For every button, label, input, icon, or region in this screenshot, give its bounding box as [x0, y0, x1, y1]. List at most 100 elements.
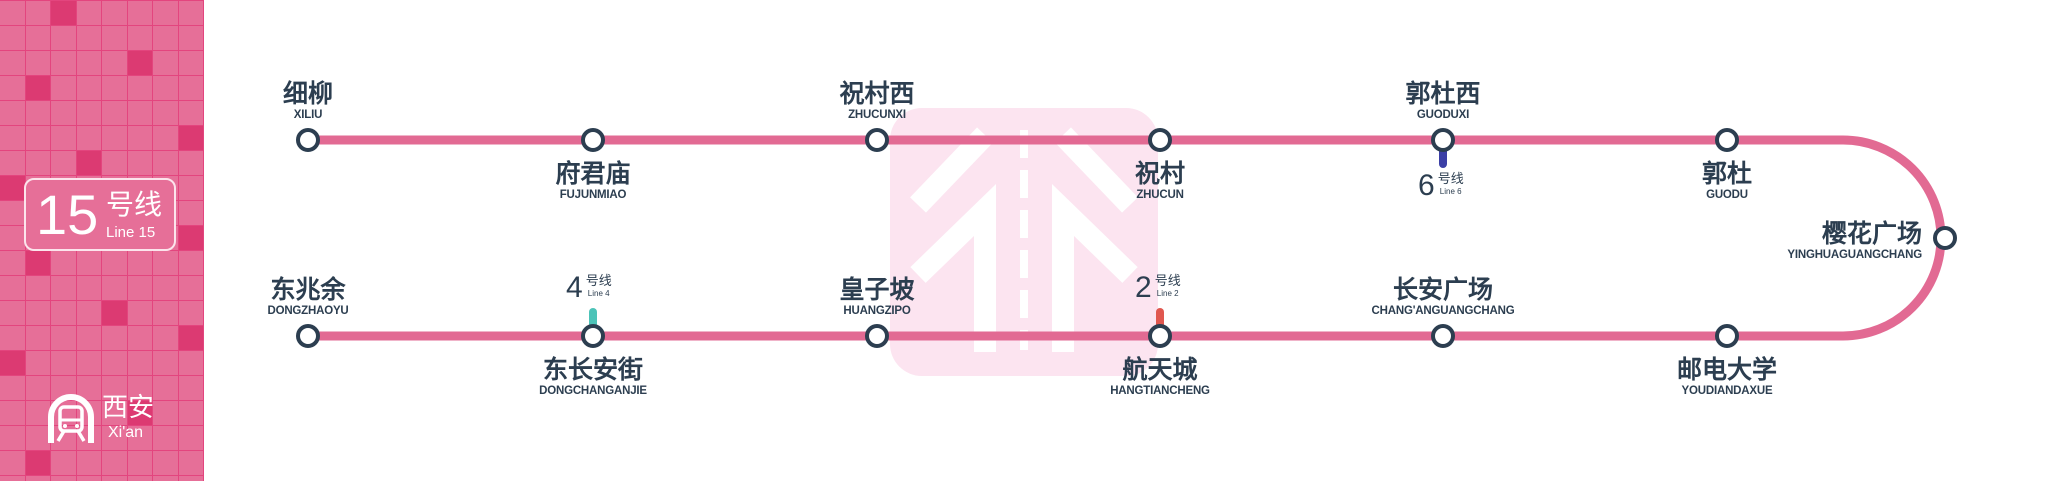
tile	[153, 301, 178, 325]
station-label-fujunmiao[interactable]: 府君庙 FUJUNMIAO	[555, 160, 630, 202]
station-hangtiancheng[interactable]	[1148, 324, 1172, 348]
station-name-en: GUODUXI	[1416, 109, 1470, 121]
station-changanguangchang[interactable]	[1431, 324, 1455, 348]
tile	[153, 151, 178, 175]
tile	[0, 351, 25, 375]
tile	[25, 426, 50, 450]
tile	[25, 276, 50, 300]
tile	[127, 26, 152, 50]
xian-metro-watermark-icon	[890, 108, 1158, 376]
tile	[25, 1, 50, 25]
tile	[153, 251, 178, 275]
tile	[51, 151, 76, 175]
tile	[127, 426, 152, 450]
station-label-youdiandaxue[interactable]: 邮电大学 YOUDIANDAXUE	[1677, 356, 1777, 398]
tile	[102, 451, 127, 475]
tile	[153, 426, 178, 450]
tile	[178, 451, 203, 475]
station-label-zhucun[interactable]: 祝村 ZHUCUN	[1135, 160, 1185, 202]
tile	[102, 426, 127, 450]
metro-train-icon	[48, 394, 94, 443]
tile	[153, 1, 178, 25]
station-zhucun[interactable]	[1148, 128, 1172, 152]
station-label-guoduxi[interactable]: 郭杜西 GUODUXI	[1405, 80, 1480, 122]
station-label-dongzhaoyu[interactable]: 东兆余 DONGZHAOYU	[267, 276, 348, 318]
tile	[127, 401, 152, 425]
tile	[76, 326, 101, 350]
station-yinghuaguangchang[interactable]	[1933, 226, 1957, 250]
station-zhucunxi[interactable]	[865, 128, 889, 152]
tile	[178, 376, 203, 400]
tile	[0, 251, 25, 275]
tile	[102, 151, 127, 175]
tile	[102, 251, 127, 275]
transfer-cn: 号线	[585, 274, 612, 289]
tile	[178, 76, 203, 100]
tile	[153, 451, 178, 475]
tile	[25, 376, 50, 400]
station-label-guodu[interactable]: 郭杜 GUODU	[1702, 160, 1752, 202]
tile	[102, 376, 127, 400]
tile	[153, 101, 178, 125]
tile	[0, 226, 25, 250]
city-logo: 西安 Xi'an	[46, 393, 166, 445]
tile	[76, 376, 101, 400]
station-name-cn: 府君庙	[555, 159, 631, 188]
tile	[76, 276, 101, 300]
tile	[178, 151, 203, 175]
station-label-zhucunxi[interactable]: 祝村西 ZHUCUNXI	[839, 80, 914, 122]
station-label-changanguangchang[interactable]: 长安广场 CHANG'ANGUANGCHANG	[1372, 276, 1515, 318]
station-name-en: ZHUCUNXI	[848, 109, 906, 121]
station-xiliu[interactable]	[296, 128, 320, 152]
station-name-en: CHANG'ANGUANGCHANG	[1371, 305, 1515, 317]
tile	[178, 26, 203, 50]
tile	[153, 476, 178, 481]
station-label-dongchanganjie[interactable]: 东长安街 DONGCHANGANJIE	[539, 356, 647, 398]
station-label-hangtiancheng[interactable]: 航天城 HANGTIANCHENG	[1110, 356, 1210, 398]
tile	[0, 451, 25, 475]
tile	[25, 101, 50, 125]
tile	[25, 476, 50, 481]
station-huangzipo[interactable]	[865, 324, 889, 348]
tile	[102, 276, 127, 300]
station-dongzhaoyu[interactable]	[296, 324, 320, 348]
tile	[102, 476, 127, 481]
tile	[178, 201, 203, 225]
tile	[178, 301, 203, 325]
station-name-cn: 东长安街	[542, 355, 643, 384]
station-dongchanganjie[interactable]	[581, 324, 605, 348]
tile	[76, 476, 101, 481]
station-name-en: HUANGZIPO	[843, 305, 911, 317]
tile	[127, 151, 152, 175]
tile	[127, 476, 152, 481]
tile	[25, 76, 50, 100]
station-name-cn: 樱花广场	[1821, 219, 1922, 248]
tile	[178, 226, 203, 250]
tile	[0, 151, 25, 175]
tile	[25, 51, 50, 75]
tile	[51, 126, 76, 150]
line-label-en: Line 15	[106, 224, 156, 241]
city-name-cn: 西安	[102, 393, 155, 423]
station-guoduxi[interactable]	[1431, 128, 1455, 152]
station-fujunmiao[interactable]	[581, 128, 605, 152]
station-label-xiliu[interactable]: 细柳 XILIU	[283, 80, 333, 122]
station-label-huangzipo[interactable]: 皇子坡 HUANGZIPO	[839, 276, 914, 318]
tile	[127, 301, 152, 325]
tile	[25, 301, 50, 325]
tile	[102, 76, 127, 100]
station-name-en: YOUDIANDAXUE	[1681, 385, 1773, 397]
tile	[51, 476, 76, 481]
tile	[153, 126, 178, 150]
station-label-yinghuaguangchang[interactable]: 樱花广场 YINGHUAGUANGCHANG	[1787, 220, 1922, 262]
tile	[51, 1, 76, 25]
transfer-cn: 号线	[1437, 172, 1464, 187]
tile	[178, 326, 203, 350]
station-guodu[interactable]	[1715, 128, 1739, 152]
tile	[127, 1, 152, 25]
tile	[153, 26, 178, 50]
station-youdiandaxue[interactable]	[1715, 324, 1739, 348]
